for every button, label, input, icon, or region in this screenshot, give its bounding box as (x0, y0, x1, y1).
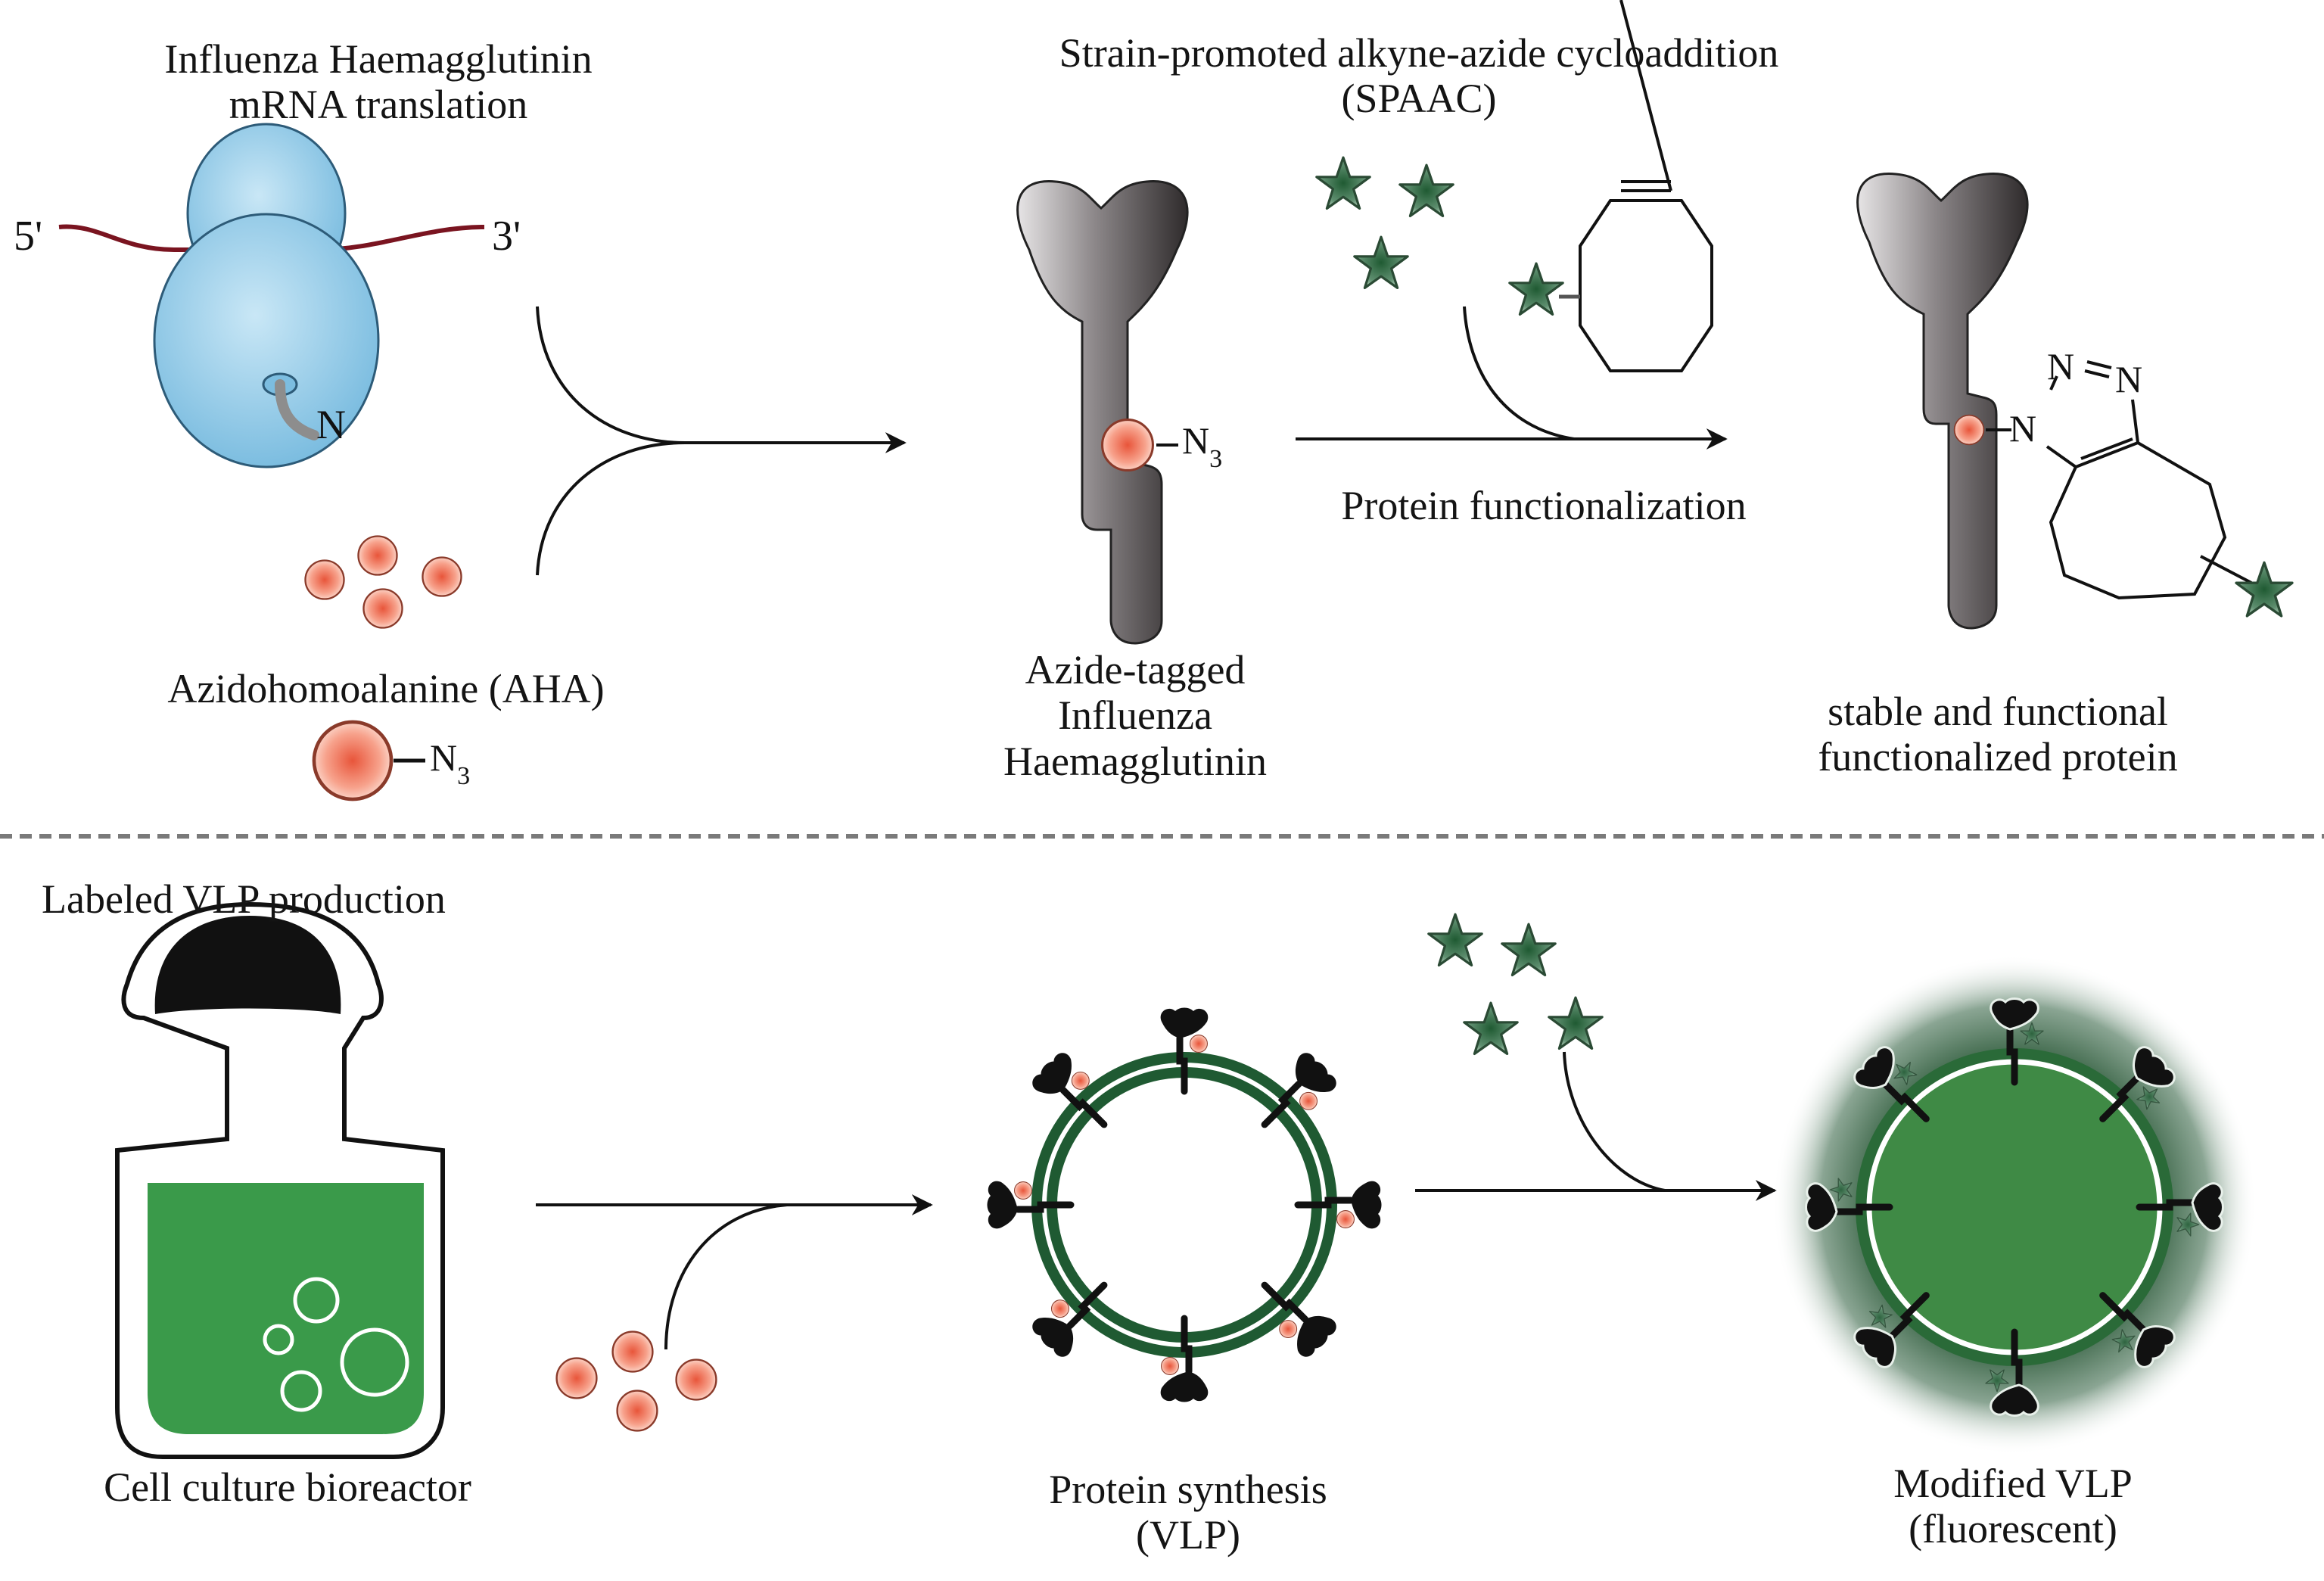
triazole-n3-label: N (2115, 358, 2143, 400)
modified-vlp-line1: Modified VLP (1893, 1461, 2133, 1506)
aha-bead-icon (611, 1330, 654, 1373)
aha-bead-icon (422, 556, 462, 597)
azide-tagged-line1: Azide-tagged (1025, 647, 1246, 692)
aha-label: Azidohomoalanine (AHA) (167, 666, 605, 711)
triazole-ring-icon (2046, 360, 2252, 600)
azide-bead-icon (1101, 419, 1154, 471)
aha-bead-icon (362, 588, 403, 629)
cyclooctyne-icon (1559, 0, 1713, 372)
vlp-label-line1: Protein synthesis (1049, 1467, 1327, 1512)
merge-arrow-upper (536, 306, 686, 444)
labeled-spike-protein-icon (1853, 1046, 1930, 1122)
vlp-label: Protein synthesis (VLP) (976, 1467, 1400, 1558)
product-line2: functionalized protein (1818, 734, 2178, 780)
product-label: stable and functional functionalized pro… (1763, 689, 2232, 780)
fluorophore-star-icon (1398, 163, 1454, 217)
labeled-spike-protein-icon (1985, 1328, 2039, 1417)
spaac-title-line2: (SPAAC) (1341, 76, 1497, 122)
nascent-peptide-icon (275, 379, 319, 440)
azide-tagged-line2: Influenza (1058, 692, 1212, 739)
translation-title-line2: mRNA translation (229, 82, 528, 128)
aha-curve-arrow (664, 1203, 788, 1350)
fluorophore-star-icon (1501, 923, 1557, 977)
fluorophore-star-icon (1315, 156, 1371, 210)
fluorophore-star-icon (1427, 913, 1483, 967)
spike-protein-icon (1160, 1007, 1209, 1095)
azide-tagged-label: Azide-tagged Influenza Haemagglutinin (931, 647, 1339, 784)
spike-protein-icon (1032, 1053, 1108, 1128)
product-line1: stable and functional (1828, 689, 2168, 734)
mrna-five-prime-label: 5' (14, 213, 43, 260)
labeled-spike-protein-icon (1805, 1178, 1893, 1232)
labeled-spike-protein-icon (1853, 1292, 1930, 1368)
vlp-label-line2: (VLP) (1136, 1512, 1240, 1558)
translation-title-line1: Influenza Haemagglutinin (164, 36, 593, 82)
labeled-spike-protein-icon (2099, 1046, 2176, 1122)
fluorophore-star-icon (1508, 262, 1564, 316)
azide-bead-icon (1953, 414, 1985, 446)
aha-bead-icon (555, 1357, 598, 1399)
n-terminus-label: N (316, 402, 346, 447)
reaction-label: Protein functionalization (1341, 483, 1747, 528)
spaac-curve-arrow (1463, 306, 1575, 440)
spaac-title-line1: Strain-promoted alkyne-azide cycloadditi… (1059, 30, 1779, 76)
azide-tagged-line3: Haemagglutinin (1003, 738, 1267, 784)
aha-bead-icon (1161, 1357, 1179, 1375)
labeled-spike-protein-icon (2099, 1292, 2176, 1368)
fluorophore-star-icon (1463, 1001, 1519, 1056)
fluorophore-star-icon (2235, 561, 2294, 618)
labeled-spike-protein-icon (1990, 997, 2044, 1086)
protein-azide-label: N3 (1182, 419, 1222, 474)
spike-protein-icon (1261, 1053, 1336, 1128)
aha-bead-large-icon (314, 722, 391, 799)
mrna-three-prime-label: 3' (492, 213, 521, 260)
spike-protein-icon (1294, 1181, 1382, 1229)
aha-azide-label: N3 (430, 736, 470, 791)
aha-bead-icon (304, 559, 345, 600)
bioreactor-label: Cell culture bioreactor (104, 1464, 471, 1510)
spike-protein-icon (1261, 1281, 1336, 1357)
spike-protein-icon (1160, 1315, 1209, 1402)
modified-vlp-label: Modified VLP (fluorescent) (1801, 1461, 2225, 1552)
fluorophore-star-icon (1353, 235, 1409, 289)
section-title: Labeled VLP production (42, 876, 446, 922)
triazole-n1-label: N (2009, 407, 2037, 450)
aha-bead-icon (675, 1358, 717, 1401)
merge-arrow-lower (536, 441, 686, 576)
aha-bead-icon (1014, 1181, 1032, 1200)
spike-protein-icon (1032, 1281, 1108, 1357)
azide-subscript: 3 (457, 762, 471, 790)
modified-vlp-line2: (fluorescent) (1909, 1506, 2117, 1552)
fluorophore-curve-arrow (1563, 1051, 1666, 1192)
aha-bead-icon (616, 1390, 658, 1432)
spaac-title: Strain-promoted alkyne-azide cycloadditi… (984, 30, 1854, 122)
aha-bead-icon (357, 535, 398, 576)
azide-subscript: 3 (1209, 445, 1223, 473)
azide-n: N (430, 736, 458, 779)
haemagglutinin-protein-icon (1016, 180, 1189, 645)
translation-title: Influenza Haemagglutinin mRNA translatio… (136, 36, 621, 128)
fluorophore-star-icon (1548, 996, 1604, 1050)
functionalized-protein-icon (1856, 173, 2029, 630)
aha-bead-cluster (304, 535, 462, 629)
aha-bead-cluster (555, 1330, 717, 1432)
aha-bead-icon (1336, 1210, 1355, 1228)
azide-n: N (1182, 419, 1210, 462)
aha-bead-icon (1190, 1035, 1208, 1053)
ribosome-icon (153, 123, 380, 468)
triazole-n2-label: N (2047, 345, 2075, 387)
labeled-spike-protein-icon (2136, 1182, 2224, 1237)
spike-protein-icon (987, 1181, 1075, 1229)
bioreactor-icon (115, 901, 445, 1459)
